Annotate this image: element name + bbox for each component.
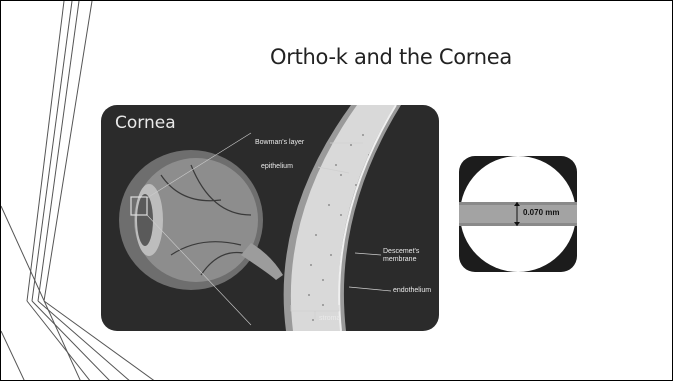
eyeball-drawing <box>119 133 283 325</box>
label-descemets-line2: membrane <box>383 256 416 264</box>
label-endothelium: endothelium <box>393 287 431 295</box>
label-bowmans-layer: Bowman's layer <box>255 139 304 147</box>
cornea-illustration: Cornea Bowman's layer epithelium Desceme… <box>101 105 439 331</box>
label-stroma: stroma <box>319 315 340 323</box>
slide-title: Ortho-k and the Cornea <box>191 45 591 69</box>
label-descemets-line1: Descemet's <box>383 248 419 256</box>
label-epithelium: epithelium <box>261 163 293 171</box>
figure-title: Cornea <box>115 113 176 133</box>
thickness-measurement: 0.070 mm <box>523 208 559 217</box>
